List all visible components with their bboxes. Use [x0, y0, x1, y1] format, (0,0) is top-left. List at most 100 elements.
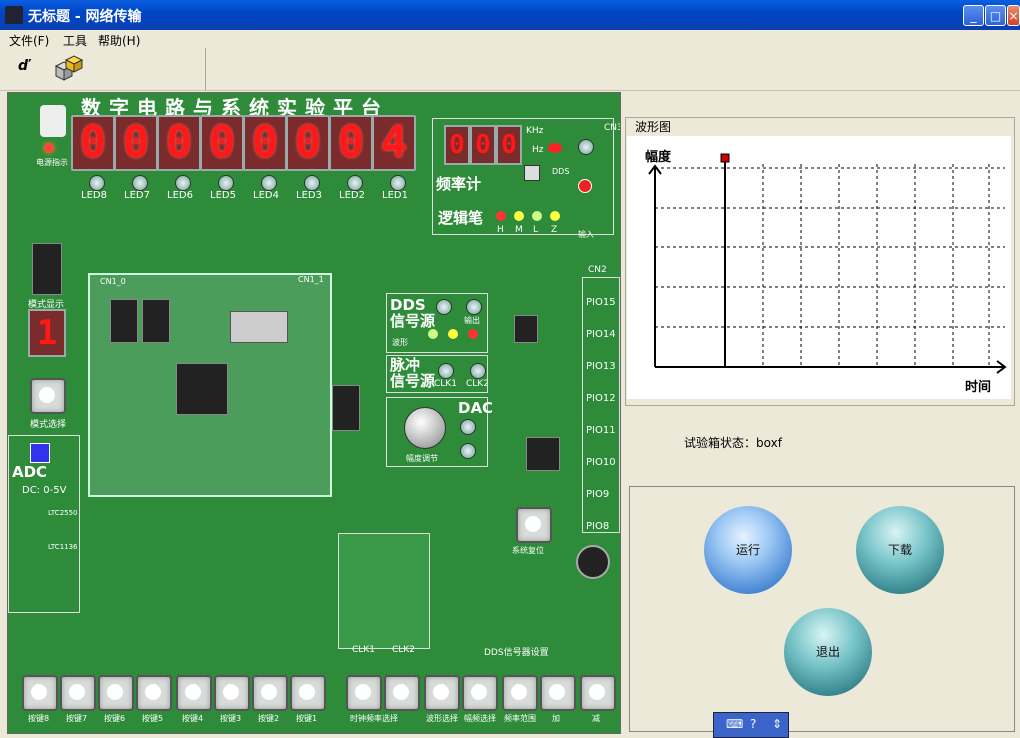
clock-freq-select-button[interactable] [346, 675, 382, 711]
window-title: 无标题 - 网络传输 [28, 9, 142, 25]
waveform-marker [720, 153, 730, 163]
led8-indicator [89, 175, 105, 191]
experiment-board: 数字电路与系统实验平台 电源指示 0 0 0 0 0 0 0 4 LED8 LE… [7, 92, 621, 734]
cubes-icon[interactable] [50, 52, 84, 86]
hz-label: Hz [532, 145, 544, 155]
mode-select-button[interactable] [30, 378, 66, 414]
help-icon[interactable]: ? [750, 717, 757, 731]
as-connector [142, 299, 170, 343]
key2-button[interactable] [252, 675, 288, 711]
scroll-arrows-icon[interactable]: ⇕ [772, 717, 783, 731]
waveform-grid [648, 153, 1007, 374]
plus-label: 加 [552, 714, 560, 723]
wave-select-label: 波形选择 [426, 714, 458, 723]
menu-bar: 文件(F) 工具 帮助(H) [0, 30, 1020, 48]
amp-freq-select-button[interactable] [462, 675, 498, 711]
led1-indicator [390, 175, 406, 191]
clock-freq-select-button-2[interactable] [384, 675, 420, 711]
led7-indicator [132, 175, 148, 191]
key3-button[interactable] [214, 675, 250, 711]
logic-z-label: Z [551, 225, 558, 235]
run-button[interactable]: 运行 [704, 506, 792, 594]
seven-seg-2: 0 [329, 115, 373, 171]
led7-label: LED7 [124, 190, 150, 201]
ltc1-label: LTC1136 [48, 543, 78, 551]
led5-label: LED5 [210, 190, 236, 201]
key4-button[interactable] [176, 675, 212, 711]
minus-label: 减 [592, 714, 600, 723]
pulse-panel [386, 355, 488, 393]
menu-file[interactable]: 文件(F) [9, 34, 50, 48]
seven-seg-3: 0 [286, 115, 330, 171]
key5-button[interactable] [136, 675, 172, 711]
seven-seg-7: 0 [114, 115, 158, 171]
toolbar [0, 48, 1020, 91]
clk2-bottom-label: CLK2 [392, 645, 415, 655]
cn3-label: CN3 [604, 123, 621, 133]
mode-select-label: 模式选择 [30, 420, 67, 430]
amplitude-dial[interactable] [404, 407, 446, 449]
freq-digit-1: 0 [444, 125, 470, 165]
left-header-connector [32, 243, 62, 295]
adc-trimmer[interactable] [30, 443, 50, 463]
dds-small-label: DDS [552, 167, 570, 176]
dac-label: DAC [458, 399, 494, 417]
freq-led [578, 179, 592, 193]
led1-label: LED1 [382, 190, 408, 201]
pio14-label: PIO14 [586, 329, 616, 340]
logic-pen-label: 逻辑笔 [438, 209, 484, 227]
hz-indicator [548, 143, 562, 153]
led4-indicator [261, 175, 277, 191]
system-reset-button[interactable] [516, 507, 552, 543]
key6-label: 按键6 [104, 714, 126, 723]
led5-indicator [218, 175, 234, 191]
download-button[interactable]: 下载 [856, 506, 944, 594]
exit-button[interactable]: 退出 [784, 608, 872, 696]
fpga-daughterboard [88, 273, 332, 497]
x-axis-label: 时间 [965, 380, 992, 395]
mode-display-label: 模式显示 [28, 300, 65, 310]
minimize-button[interactable]: _ [963, 5, 984, 26]
input-method-bar: ⌨ ? ⇕ [713, 712, 789, 738]
minus-button[interactable] [580, 675, 616, 711]
freq-range-button[interactable] [502, 675, 538, 711]
connect-icon[interactable]: ď [18, 58, 29, 74]
key8-button[interactable] [22, 675, 58, 711]
key1-button[interactable] [290, 675, 326, 711]
dds-out-label: 输出 [464, 316, 480, 325]
close-button[interactable]: × [1007, 5, 1020, 26]
key6-button[interactable] [98, 675, 134, 711]
pio-column [582, 277, 620, 533]
dds-source-label: DDS 信号源 [390, 296, 436, 330]
freq-digit-2: 0 [470, 125, 496, 165]
menu-help[interactable]: 帮助(H) [98, 34, 141, 48]
seven-seg-1: 4 [372, 115, 416, 171]
pio8-label: PIO8 [586, 521, 610, 532]
plus-button[interactable] [540, 675, 576, 711]
dds-out-knob [466, 299, 482, 315]
mode-digit: 1 [28, 309, 66, 357]
led3-label: LED3 [296, 190, 322, 201]
clock-frequency-table [338, 533, 430, 649]
clk2-knob [470, 363, 486, 379]
adc-panel [8, 435, 80, 613]
menu-tools[interactable]: 工具 [63, 34, 88, 48]
key7-button[interactable] [60, 675, 96, 711]
wave-led-3 [468, 329, 478, 339]
pio9-label: PIO9 [586, 489, 610, 500]
led2-label: LED2 [339, 190, 365, 201]
driver-chip [332, 385, 360, 431]
app-icon [5, 6, 23, 24]
maximize-button[interactable]: □ [985, 5, 1006, 26]
key7-label: 按键7 [66, 714, 88, 723]
pio11-label: PIO11 [586, 425, 616, 436]
seven-seg-4: 0 [243, 115, 287, 171]
jtag-connector [110, 299, 138, 343]
logic-l-led [532, 211, 542, 221]
dac-out-knob [460, 419, 476, 435]
logic-z-led [550, 211, 560, 221]
freq-switch[interactable] [524, 165, 540, 181]
cn1-1-label: CN1_1 [298, 275, 324, 284]
wave-select-button[interactable] [424, 675, 460, 711]
keyboard-icon[interactable]: ⌨ [726, 717, 744, 731]
